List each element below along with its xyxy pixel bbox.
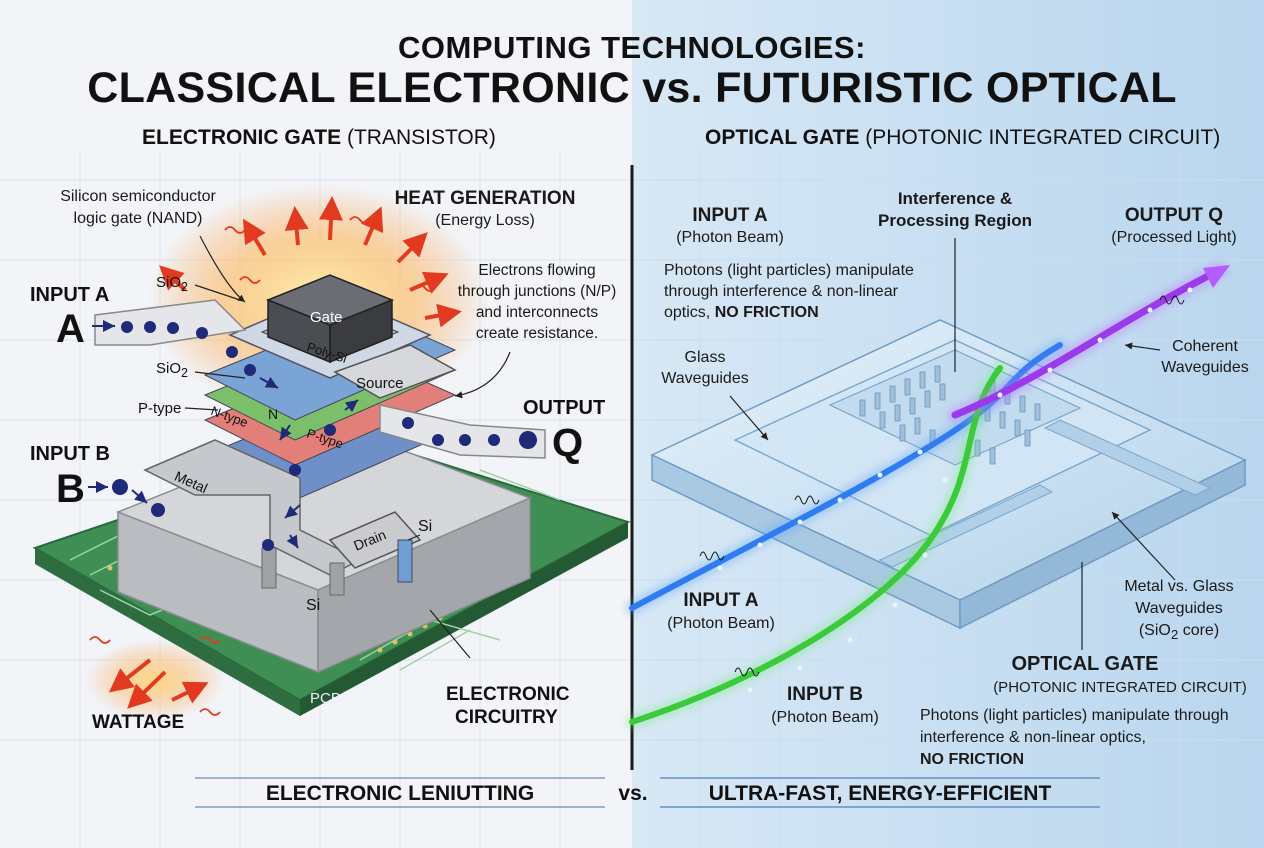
input-a-sub: (Photon Beam) <box>676 229 784 246</box>
beam-purple <box>951 266 1224 419</box>
source-label: Source <box>356 375 404 392</box>
sio2-core-b: core) <box>1178 622 1220 639</box>
input-a2-title: INPUT A <box>683 590 759 611</box>
si-base-side <box>317 496 531 674</box>
input-b-letter: B <box>56 467 85 511</box>
photon-note-3b: NO FRICTION <box>714 304 819 321</box>
pcb-label: PCB <box>310 690 341 707</box>
glass-waveguides-1: Glass <box>684 349 726 366</box>
output-arrowhead <box>1203 265 1230 288</box>
metal-glass-1: Metal vs. Glass <box>1124 578 1234 595</box>
interference-line-2: Processing Region <box>878 211 1032 230</box>
n-label: N <box>268 406 279 422</box>
footer-bars <box>195 777 1100 808</box>
gate-label: Gate <box>310 309 343 326</box>
sio2-mid-text: SiO <box>156 360 182 377</box>
left-heading-rest: (TRANSISTOR) <box>341 126 496 149</box>
coherent-waveguides-1: Coherent <box>1172 338 1238 355</box>
channel-strip <box>1043 419 1212 496</box>
wattage-label: WATTAGE <box>92 712 185 733</box>
left-heading-bold: ELECTRONIC GATE <box>142 126 342 149</box>
circuitry-line-2: CIRCUITRY <box>455 707 558 728</box>
optical-gate-sub: (PHOTONIC INTEGRATED CIRCUIT) <box>993 679 1247 696</box>
sio2-top-sub: 2 <box>181 280 188 294</box>
sio2-core-sub: 2 <box>1170 627 1179 643</box>
optical-gate-title: OPTICAL GATE <box>1011 653 1159 675</box>
electron-note-3: and interconnects <box>475 304 599 321</box>
beam-green <box>629 365 1003 725</box>
circuitry-line-1: ELECTRONIC <box>446 684 570 705</box>
chip-base-side <box>959 458 1246 630</box>
input-a-title: INPUT A <box>692 205 768 226</box>
left-heading: ELECTRONIC GATE (TRANSISTOR) <box>142 126 496 150</box>
glass-waveguides-2: Waveguides <box>661 370 749 387</box>
right-heading: OPTICAL GATE (PHOTONIC INTEGRATED CIRCUI… <box>705 126 1220 150</box>
support-pillar-1 <box>261 547 277 589</box>
support-pillar-2 <box>329 562 345 596</box>
coherent-waveguides-2: Waveguides <box>1161 359 1249 376</box>
heat-squiggles <box>89 216 436 716</box>
heat-sub: (Energy Loss) <box>435 212 535 229</box>
sio2-core-label: (SiO2 core) <box>1110 622 1248 643</box>
input-a-letter: A <box>56 307 85 351</box>
metal-glass-2: Waveguides <box>1135 600 1223 617</box>
output-q-title: OUTPUT Q <box>1124 205 1224 226</box>
pcb-side <box>300 522 628 716</box>
sio2-mid-sub: 2 <box>181 366 188 380</box>
metal-interconnect <box>143 439 362 576</box>
si-right-label: Si <box>418 518 433 535</box>
heat-title: HEAT GENERATION <box>394 188 576 209</box>
input-b-sub: (Photon Beam) <box>771 709 879 726</box>
interference-line-1: Interference & <box>897 189 1013 208</box>
sio2-core-a: (SiO <box>1138 622 1171 639</box>
bottom-note-line-1: Photons (light particles) manipulate thr… <box>920 707 1229 724</box>
photon-note-line-1: Photons (light particles) manipulate <box>664 262 914 279</box>
p-type-left-label: P-type <box>138 400 182 417</box>
photon-note-line-3: optics, NO FRICTION <box>664 304 819 322</box>
footer-vs: vs. <box>618 782 648 805</box>
footer-right: ULTRA-FAST, ENERGY-EFFICIENT <box>708 782 1052 805</box>
photon-particles <box>717 287 1193 693</box>
right-leader-lines <box>729 238 1176 650</box>
electron-flow-arrows <box>88 320 359 549</box>
input-b-label: INPUT B <box>30 443 110 465</box>
sio2-top-text: SiO <box>156 274 182 291</box>
footer-left: ELECTRONIC LENIUTTING <box>265 782 535 805</box>
silicon-note-2: logic gate (NAND) <box>73 210 203 227</box>
drain-block <box>328 511 422 569</box>
bottom-note-line-3: NO FRICTION <box>920 751 1024 768</box>
sio2-mid-label: SiO2 <box>156 360 188 380</box>
electron-note-4: create resistance. <box>475 325 599 342</box>
bottom-note-line-2: interference & non-linear optics, <box>920 729 1146 746</box>
source-block <box>333 344 457 399</box>
output-q-sub: (Processed Light) <box>1111 229 1237 246</box>
title-line1: COMPUTING TECHNOLOGIES: <box>398 30 866 65</box>
left-leader-lines <box>184 235 511 659</box>
right-heading-bold: OPTICAL GATE <box>705 126 860 149</box>
photon-note-line-2: through interference & non-linear <box>664 283 898 300</box>
output-letter: Q <box>552 421 584 465</box>
drain-pillar <box>397 539 413 583</box>
si-bottom-label: Si <box>306 597 321 614</box>
photon-note-3a: optics, <box>664 304 715 321</box>
output-tube <box>379 404 546 459</box>
wave-squiggles <box>699 295 1185 677</box>
electron-particles <box>112 321 537 551</box>
input-a2-sub: (Photon Beam) <box>667 615 775 632</box>
electron-note-1: Electrons flowing <box>478 262 596 279</box>
silicon-note-1: Silicon semiconductor <box>60 188 216 205</box>
gate-side <box>329 298 393 364</box>
output-label: OUTPUT <box>523 397 606 419</box>
right-heading-rest: (PHOTONIC INTEGRATED CIRCUIT) <box>859 126 1221 149</box>
sio2-top-label: SiO2 <box>156 274 188 294</box>
input-b-title: INPUT B <box>787 684 863 705</box>
input-a-label: INPUT A <box>30 284 110 306</box>
title-line2: CLASSICAL ELECTRONIC vs. FUTURISTIC OPTI… <box>87 64 1177 112</box>
electron-note-2: through junctions (N/P) <box>457 283 617 300</box>
